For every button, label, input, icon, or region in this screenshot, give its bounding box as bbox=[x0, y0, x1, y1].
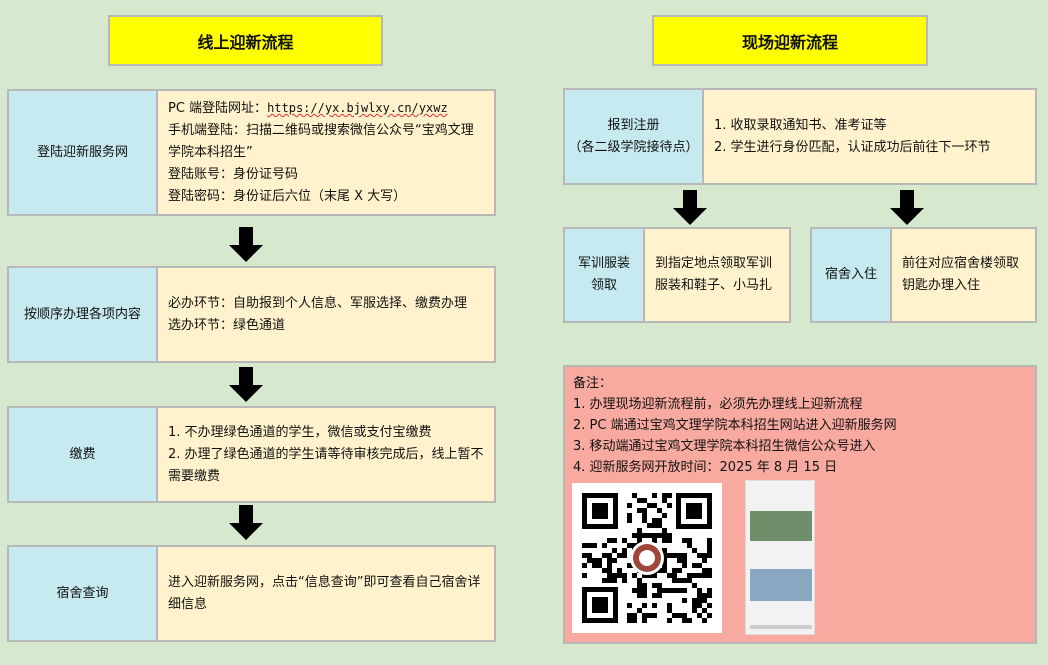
onsite-title: 现场迎新流程 bbox=[652, 15, 928, 66]
payment-item: 1. 不办理绿色通道的学生，微信或支付宝缴费 bbox=[168, 424, 432, 440]
note-item: 1. 办理现场迎新流程前，必须先办理线上迎新流程 bbox=[573, 397, 863, 412]
register-item: 1. 收取录取通知书、准考证等 bbox=[714, 117, 887, 133]
step-payment-content: 1. 不办理绿色通道的学生，微信或支付宝缴费 2. 办理了绿色通道的学生请等待审… bbox=[156, 406, 496, 503]
step-dorm-query-label: 宿舍查询 bbox=[7, 545, 158, 642]
register-label: 报到注册 （各二级学院接待点） bbox=[563, 88, 704, 185]
step-login-content: PC 端登陆网址：https://yx.bjwlxy.cn/yxwz 手机端登陆… bbox=[156, 89, 496, 216]
optional-text: 选办环节：绿色通道 bbox=[168, 317, 286, 333]
register-title: 报到注册 bbox=[607, 117, 660, 133]
pc-url-link[interactable]: https://yx.bjwlxy.cn/yxwz bbox=[267, 101, 448, 115]
notes-title: 备注： bbox=[573, 376, 613, 391]
arrow-down-icon bbox=[229, 227, 263, 263]
step-process-label: 按顺序办理各项内容 bbox=[7, 266, 158, 363]
note-item: 4. 迎新服务网开放时间：2025 年 8 月 15 日 bbox=[573, 460, 838, 475]
password-text: 登陆密码：身份证后六位（末尾 X 大写） bbox=[168, 189, 407, 204]
dorm-query-text: 进入迎新服务网，点击“信息查询”即可查看自己宿舍详细信息 bbox=[168, 574, 481, 612]
arrow-down-icon bbox=[890, 190, 924, 226]
online-title: 线上迎新流程 bbox=[108, 15, 383, 66]
arrow-down-icon bbox=[673, 190, 707, 226]
mobile-login-text: 手机端登陆：扫描二维码或搜索微信公众号“宝鸡文理学院本科招生” bbox=[168, 123, 474, 160]
arrow-down-icon bbox=[229, 505, 263, 541]
note-item: 2. PC 端通过宝鸡文理学院本科招生网站进入迎新服务网 bbox=[573, 418, 897, 433]
step-process-content: 必办环节：自助报到个人信息、军服选择、缴费办理 选办环节：绿色通道 bbox=[156, 266, 496, 363]
payment-item: 2. 办理了绿色通道的学生请等待审核完成后，线上暂不需要缴费 bbox=[168, 446, 484, 484]
register-item: 2. 学生进行身份匹配，认证成功后前往下一环节 bbox=[714, 139, 991, 155]
step-payment-label: 缴费 bbox=[7, 406, 158, 503]
arrow-down-icon bbox=[229, 367, 263, 403]
dorm-content: 前往对应宿舍楼领取钥匙办理入住 bbox=[890, 227, 1037, 323]
register-content: 1. 收取录取通知书、准考证等 2. 学生进行身份匹配，认证成功后前往下一环节 bbox=[702, 88, 1037, 185]
uniform-content: 到指定地点领取军训服装和鞋子、小马扎 bbox=[643, 227, 791, 323]
note-item: 3. 移动端通过宝鸡文理学院本科招生微信公众号进入 bbox=[573, 439, 876, 454]
pc-url-label: PC 端登陆网址： bbox=[168, 101, 268, 116]
register-subtitle: （各二级学院接待点） bbox=[568, 139, 699, 155]
mobile-screenshot-image bbox=[745, 480, 815, 635]
uniform-label: 军训服装领取 bbox=[563, 227, 645, 323]
required-text: 必办环节：自助报到个人信息、军服选择、缴费办理 bbox=[168, 295, 468, 311]
dorm-label: 宿舍入住 bbox=[810, 227, 892, 323]
step-dorm-query-content: 进入迎新服务网，点击“信息查询”即可查看自己宿舍详细信息 bbox=[156, 545, 496, 642]
step-login-label: 登陆迎新服务网 bbox=[7, 89, 158, 216]
account-text: 登陆账号：身份证号码 bbox=[168, 167, 299, 182]
qr-code-image bbox=[572, 483, 722, 633]
